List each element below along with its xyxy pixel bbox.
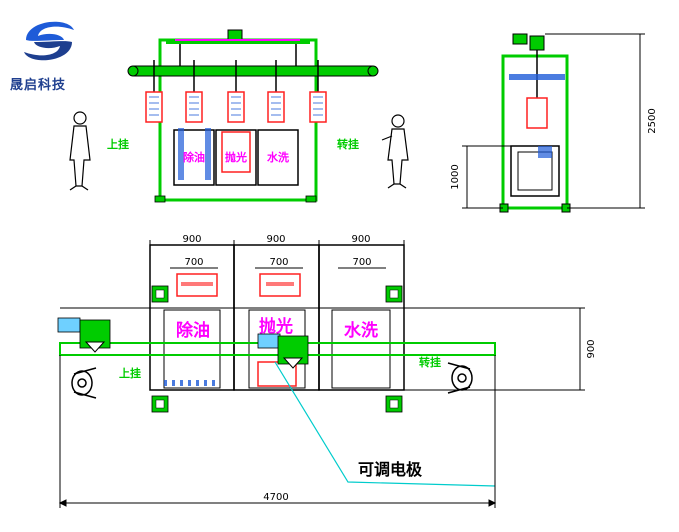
tank-width-3: 900	[351, 234, 370, 245]
top-load-label: 上挂	[119, 366, 141, 380]
operator-right-icon	[381, 114, 409, 189]
rack-5	[309, 91, 327, 123]
front-tank-label-1: 除油	[183, 150, 205, 164]
transfer-rail	[132, 65, 374, 77]
front-view: 除油 抛光 水洗 上挂 转挂	[69, 29, 409, 203]
front-tank-label-2: 抛光	[225, 150, 247, 164]
tank-top-3	[318, 244, 405, 391]
side-rack	[526, 97, 548, 129]
operator-left-icon	[69, 111, 91, 191]
front-tank-label-3: 水洗	[267, 150, 289, 164]
callout-leader	[274, 361, 496, 487]
top-tank-label-2: 抛光	[259, 316, 293, 337]
side-view: 2500 1000	[450, 33, 658, 213]
top-tank-label-1: 除油	[176, 320, 210, 341]
logo-icon	[19, 15, 79, 67]
rack-1	[145, 91, 163, 123]
rack-2	[185, 91, 203, 123]
tank-width-1: 900	[182, 234, 201, 245]
side-frame	[501, 54, 569, 210]
inner-width-2: 700	[269, 257, 288, 268]
trolley-middle-icon	[257, 333, 309, 369]
operator-top-right-icon	[447, 362, 473, 394]
side-motor-icon	[512, 33, 528, 45]
side-height-tank: 1000	[450, 164, 461, 189]
rack-4	[267, 91, 285, 123]
front-transfer-label: 转挂	[337, 137, 359, 151]
tank-front-3	[257, 129, 299, 186]
brand-name: 晟启科技	[10, 78, 67, 93]
rack-3	[227, 91, 245, 123]
total-length-dim: 4700	[263, 492, 288, 503]
top-transfer-label: 转挂	[419, 355, 441, 369]
front-load-label: 上挂	[107, 137, 129, 151]
top-motor-icon	[227, 29, 243, 41]
side-height-total: 2500	[647, 108, 658, 133]
inner-width-1: 700	[184, 257, 203, 268]
top-view: 900 900 900 700 700 700 900 除	[57, 234, 597, 508]
depth-dim: 900	[586, 339, 597, 358]
tank-width-2: 900	[266, 234, 285, 245]
top-tank-label-3: 水洗	[344, 320, 378, 341]
inner-width-3: 700	[352, 257, 371, 268]
operator-top-left-icon	[71, 367, 97, 399]
trolley-left-icon	[57, 317, 111, 353]
callout-text: 可调电极	[358, 460, 423, 479]
side-tank	[510, 145, 560, 197]
